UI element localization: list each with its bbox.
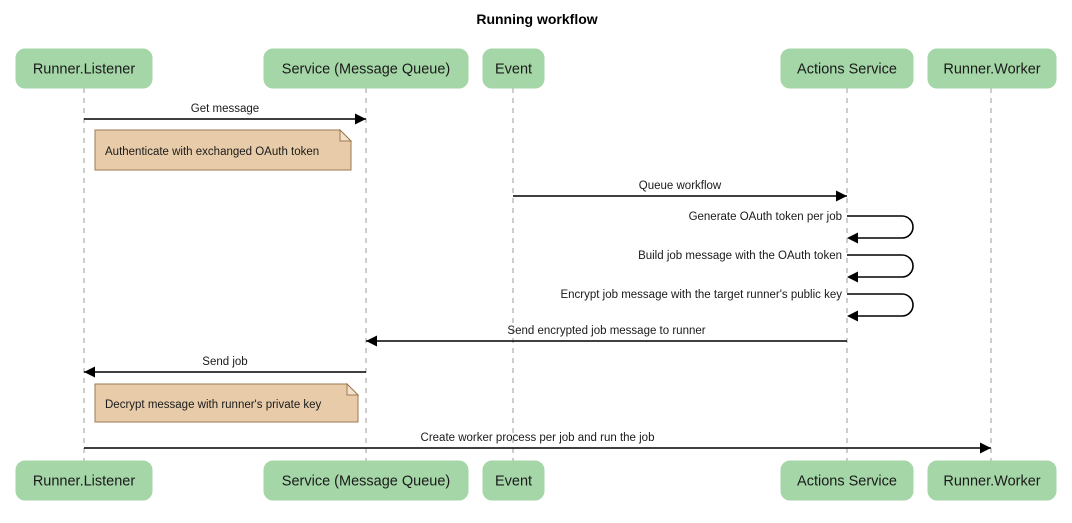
participant-label: Runner.Worker	[943, 474, 1040, 490]
participant-listener-footer[interactable]: Runner.Listener	[15, 460, 153, 501]
message-build-job-message[interactable]: Build job message with the OAuth token	[638, 250, 914, 283]
participant-label: Service (Message Queue)	[282, 62, 450, 78]
participant-actions-header[interactable]: Actions Service	[780, 48, 914, 89]
note-fold-corner-icon	[346, 382, 360, 396]
message-label: Create worker process per job and run th…	[421, 432, 655, 444]
note-label: Authenticate with exchanged OAuth token	[105, 146, 319, 158]
message-label: Send encrypted job message to runner	[507, 325, 705, 337]
arrowhead	[847, 271, 858, 283]
lifelines-group	[83, 88, 992, 461]
participants-header-row: Runner.Listener Service (Message Queue) Ev…	[15, 48, 1057, 89]
participant-box	[482, 48, 545, 89]
participant-worker-header[interactable]: Runner.Worker	[927, 48, 1057, 89]
participant-label: Actions Service	[797, 474, 897, 490]
arrowhead	[836, 190, 847, 202]
participant-queue-footer[interactable]: Service (Message Queue)	[263, 460, 469, 501]
notes-group: Authenticate with exchanged OAuth tokenD…	[94, 128, 360, 423]
participant-actions-footer[interactable]: Actions Service	[780, 460, 914, 501]
message-label: Build job message with the OAuth token	[638, 250, 842, 262]
participant-listener-header[interactable]: Runner.Listener	[15, 48, 153, 89]
participant-box	[780, 48, 914, 89]
note-body	[94, 129, 352, 171]
note-authenticate-note[interactable]: Authenticate with exchanged OAuth token	[94, 128, 353, 171]
participant-label: Runner.Listener	[33, 62, 136, 78]
message-send-encrypted-job-message[interactable]: Send encrypted job message to runner	[366, 325, 847, 347]
arrowhead	[84, 366, 95, 378]
participant-label: Runner.Worker	[943, 62, 1040, 78]
participant-event-footer[interactable]: Event	[482, 460, 545, 501]
message-loop-path	[847, 293, 914, 317]
participant-box	[927, 48, 1057, 89]
participant-box	[780, 460, 914, 501]
participant-label: Service (Message Queue)	[282, 474, 450, 490]
note-label: Decrypt message with runner's private ke…	[105, 399, 322, 411]
message-get-message[interactable]: Get message	[84, 103, 366, 125]
participant-box	[15, 460, 153, 501]
participant-box	[263, 460, 469, 501]
arrowhead	[366, 335, 377, 347]
arrowhead	[355, 113, 366, 125]
note-decrypt-note[interactable]: Decrypt message with runner's private ke…	[94, 382, 360, 423]
participant-event-header[interactable]: Event	[482, 48, 545, 89]
participant-label: Event	[495, 474, 532, 490]
message-loop-path	[847, 215, 914, 239]
message-queue-workflow[interactable]: Queue workflow	[513, 180, 847, 202]
note-fold-corner-icon	[339, 128, 353, 142]
message-label: Send job	[202, 356, 247, 368]
message-send-job[interactable]: Send job	[84, 356, 366, 378]
participant-box	[482, 460, 545, 501]
message-generate-oauth-token[interactable]: Generate OAuth token per job	[689, 211, 914, 244]
participant-worker-footer[interactable]: Runner.Worker	[927, 460, 1057, 501]
message-loop-path	[847, 254, 914, 278]
participant-label: Actions Service	[797, 62, 897, 78]
message-label: Get message	[191, 103, 259, 115]
arrowhead	[847, 232, 858, 244]
participants-footer-row: Runner.Listener Service (Message Queue) Ev…	[15, 460, 1057, 501]
participant-box	[263, 48, 469, 89]
participant-label: Event	[495, 62, 532, 78]
note-body	[94, 383, 359, 423]
participant-label: Runner.Listener	[33, 474, 136, 490]
arrowhead	[847, 310, 858, 322]
message-label: Generate OAuth token per job	[689, 211, 842, 223]
message-create-worker-process[interactable]: Create worker process per job and run th…	[84, 432, 991, 454]
message-encrypt-job-message[interactable]: Encrypt job message with the target runn…	[560, 289, 914, 322]
page-title: Running workflow	[476, 11, 597, 27]
participant-box	[15, 48, 153, 89]
message-label: Encrypt job message with the target runn…	[560, 289, 842, 301]
arrowhead	[980, 442, 991, 454]
participant-queue-header[interactable]: Service (Message Queue)	[263, 48, 469, 89]
message-label: Queue workflow	[639, 180, 722, 192]
participant-box	[927, 460, 1057, 501]
